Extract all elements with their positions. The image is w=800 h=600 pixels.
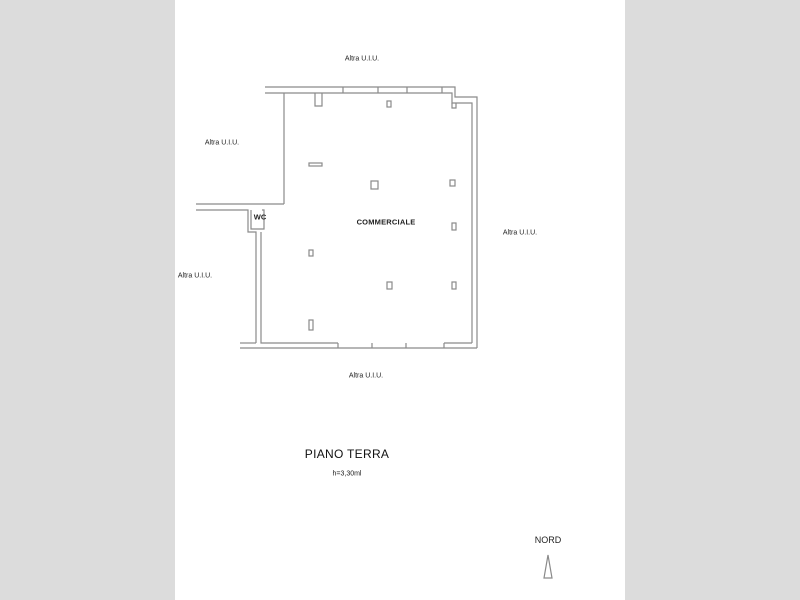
floor-plan-drawing <box>196 86 553 579</box>
height-note: h=3,30ml <box>332 470 362 478</box>
neighbor-label-right: Altra U.I.U. <box>502 229 538 237</box>
floor-title: PIANO TERRA <box>304 447 390 461</box>
north-label: NORD <box>534 535 562 545</box>
neighbor-label-bottom: Altra U.I.U. <box>348 372 384 380</box>
neighbor-label-left-lower: Altra U.I.U. <box>177 272 213 280</box>
north-arrow-icon <box>543 554 553 579</box>
floor-plan-page: Altra U.I.U. Altra U.I.U. Altra U.I.U. A… <box>175 0 625 600</box>
room-label-commerciale: COMMERCIALE <box>356 217 416 227</box>
outer-wall-top-right <box>265 86 478 348</box>
room-label-wc: WC <box>253 212 267 222</box>
neighbor-label-left-upper: Altra U.I.U. <box>204 139 240 147</box>
neighbor-label-top: Altra U.I.U. <box>344 55 380 63</box>
